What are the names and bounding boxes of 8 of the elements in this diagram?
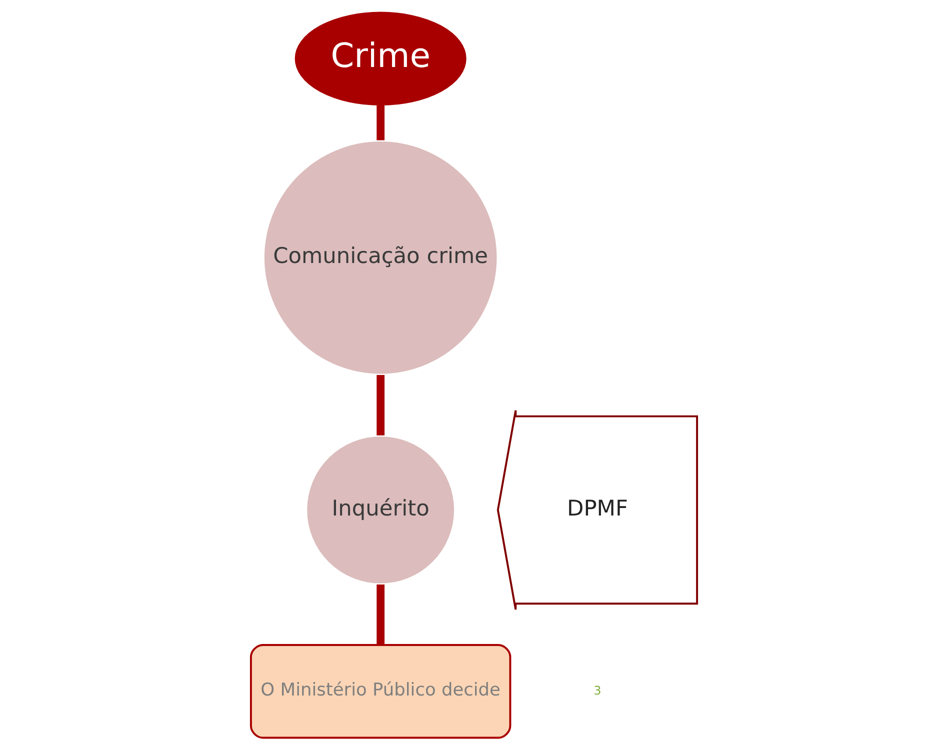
node-box: O Ministério Público decide (249, 644, 511, 739)
node-circle: Inquérito (304, 434, 456, 586)
connector (376, 105, 384, 140)
connector (376, 584, 384, 646)
node-circle: Comunicação crime (262, 140, 498, 376)
node-ellipse: Crime (294, 12, 466, 106)
label: 3 (593, 683, 601, 698)
connector (376, 375, 384, 436)
